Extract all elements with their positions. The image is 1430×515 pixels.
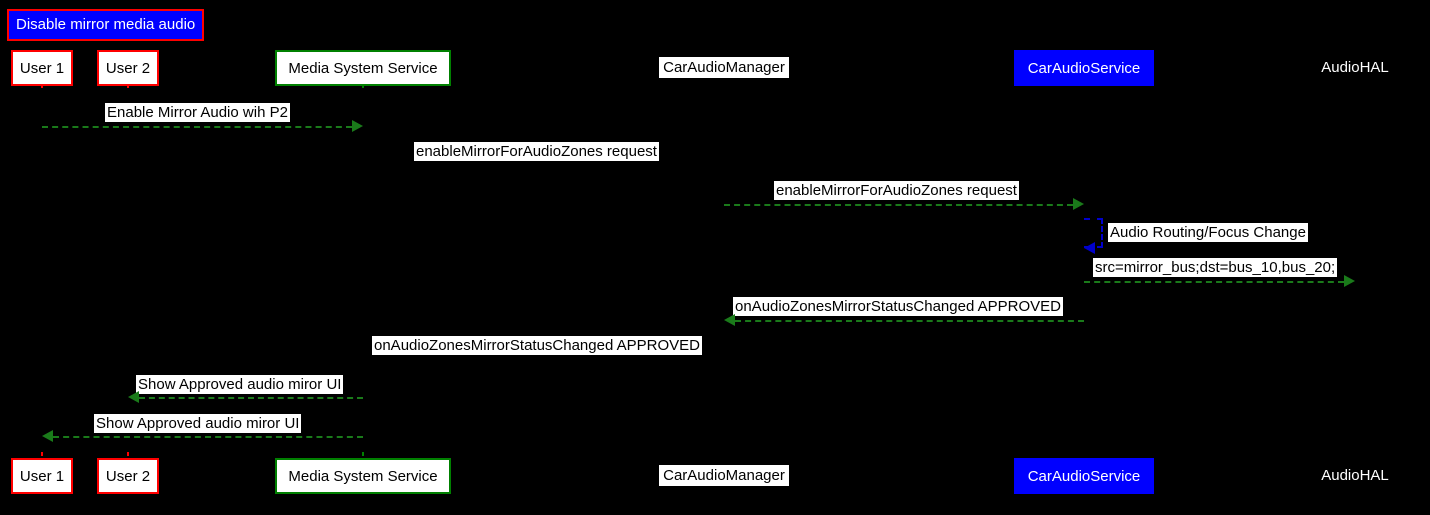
self-message-arrowhead-audio-routing-focus-change [1084,242,1095,254]
participant-label: User 2 [105,467,151,485]
lifeline-stub-user-1-top [41,84,43,88]
message-arrowhead-show-approved-audio-miror-ui-1 [128,391,139,403]
message-line-enable-mirror-audio [42,126,352,128]
message-label-on-audio-zones-mirror-status-changed-2: onAudioZonesMirrorStatusChanged APPROVED [372,336,703,356]
participant-label: User 2 [105,59,151,77]
participant-label: Media System Service [288,467,438,485]
participant-user-2-footer[interactable]: User 2 [97,458,159,494]
lifeline-media-system-service [363,86,364,458]
participant-label: CarAudioService [1027,467,1141,485]
lifeline-audio-hal [1355,86,1356,458]
lifeline-stub-user-2-top [127,84,129,88]
message-arrowhead-on-audio-zones-mirror-status-changed-1 [724,314,735,326]
message-line-show-approved-audio-miror-ui-1 [139,397,363,399]
participant-media-system-service-footer[interactable]: Media System Service [275,458,451,494]
message-label-src-mirror-bus: src=mirror_bus;dst=bus_10,bus_20; [1093,258,1338,278]
participant-car-audio-service-footer[interactable]: CarAudioService [1014,458,1154,494]
message-label-enable-mirror-for-audio-zones-2: enableMirrorForAudioZones request [774,181,1019,201]
message-label-on-audio-zones-mirror-status-changed-1: onAudioZonesMirrorStatusChanged APPROVED [733,297,1064,317]
message-line-enable-mirror-for-audio-zones-2 [724,204,1073,206]
message-label-enable-mirror-for-audio-zones-1: enableMirrorForAudioZones request [414,142,659,162]
participant-label: AudioHAL [1321,59,1389,76]
lifeline-car-audio-service [1084,86,1085,458]
message-arrowhead-enable-mirror-audio [352,120,363,132]
participant-label: Media System Service [288,59,438,77]
message-line-show-approved-audio-miror-ui-2 [53,436,363,438]
diagram-title-banner: Disable mirror media audio [7,9,205,41]
participant-label: User 1 [19,59,65,77]
lifeline-stub-media-bottom [362,452,364,456]
participant-user-1-footer[interactable]: User 1 [11,458,73,494]
lifeline-stub-user-1-bottom [41,452,43,456]
message-arrowhead-show-approved-audio-miror-ui-2 [42,430,53,442]
message-arrowhead-enable-mirror-for-audio-zones-2 [1073,198,1084,210]
participant-label: User 1 [19,467,65,485]
participant-label: CarAudioService [1027,59,1141,77]
participant-label: CarAudioManager [663,59,785,76]
lifeline-user-1 [42,86,43,458]
lifeline-car-audio-manager [724,86,725,458]
message-line-on-audio-zones-mirror-status-changed-1 [735,320,1084,322]
participant-car-audio-service-header[interactable]: CarAudioService [1014,50,1154,86]
participant-user-2-header[interactable]: User 2 [97,50,159,86]
lifeline-user-2 [128,86,129,458]
lifeline-stub-user-2-bottom [127,452,129,456]
participant-media-system-service-header[interactable]: Media System Service [275,50,451,86]
participant-audio-hal-footer[interactable]: AudioHAL [1316,465,1394,486]
message-line-src-mirror-bus [1084,281,1344,283]
participant-audio-hal-header[interactable]: AudioHAL [1316,57,1394,78]
participant-user-1-header[interactable]: User 1 [11,50,73,86]
lifeline-stub-media-top [362,84,364,88]
participant-label: AudioHAL [1321,467,1389,484]
message-label-show-approved-audio-miror-ui-2: Show Approved audio miror UI [94,414,302,434]
message-label-enable-mirror-audio: Enable Mirror Audio wih P2 [105,103,290,123]
message-arrowhead-src-mirror-bus [1344,275,1355,287]
participant-car-audio-manager-header[interactable]: CarAudioManager [659,57,789,78]
participant-label: CarAudioManager [663,467,785,484]
message-label-audio-routing-focus-change: Audio Routing/Focus Change [1108,223,1308,243]
participant-car-audio-manager-footer[interactable]: CarAudioManager [659,465,789,486]
message-label-show-approved-audio-miror-ui-1: Show Approved audio miror UI [136,375,344,395]
